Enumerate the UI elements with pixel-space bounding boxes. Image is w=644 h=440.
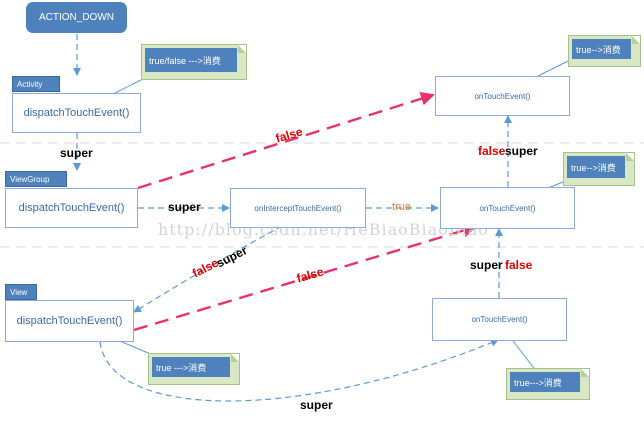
- note-bottom-consume: true--->消费: [506, 368, 590, 400]
- label-super-viewgroup: super: [168, 200, 201, 214]
- note-connector-bottom: [512, 340, 538, 373]
- note-activity-text: true/false --->消费: [145, 48, 237, 72]
- note-top-text: true-->消费: [572, 39, 631, 59]
- label-super-bottom: super: [470, 258, 503, 272]
- action-down-node: ACTION_DOWN: [26, 2, 127, 33]
- view-tag: View: [5, 284, 37, 300]
- note-connector-activity: [110, 79, 142, 96]
- note-connector-view: [121, 341, 154, 356]
- touch-event-box-middle: onTouchEvent(): [440, 187, 575, 229]
- note-top-consume: true-->消费: [568, 35, 641, 67]
- note-mid-text: true-->消费: [567, 156, 625, 178]
- label-super-middle: super: [505, 144, 538, 158]
- view-dispatch-box: dispatchTouchEvent(): [5, 300, 134, 342]
- note-fold-icon: [632, 36, 640, 44]
- label-super-activity: super: [60, 146, 93, 160]
- label-false-bottom: false: [505, 258, 533, 272]
- red-arrow-view-false: [133, 223, 477, 332]
- note-activity-consume: true/false --->消费: [141, 44, 247, 80]
- touch-event-box-top: onTouchEvent(): [435, 76, 570, 116]
- note-mid-consume: true-->消费: [563, 152, 635, 186]
- arrow-view-curve-to-touch-bottom: [99, 338, 499, 402]
- touch-event-box-bottom: onTouchEvent(): [432, 298, 567, 341]
- red-arrow-viewgroup-false: [137, 91, 435, 190]
- intercept-touch-event-box: onInterceptTouchEvent(): [230, 188, 366, 228]
- activity-dispatch-box: dispatchTouchEvent(): [12, 93, 141, 133]
- viewgroup-dispatch-box: dispatchTouchEvent(): [5, 188, 138, 228]
- note-fold-icon: [626, 153, 634, 161]
- arrow-intercept-to-view: [133, 225, 283, 313]
- note-fold-icon: [238, 45, 246, 53]
- note-fold-icon: [581, 369, 589, 377]
- label-super-curve: super: [300, 398, 333, 412]
- activity-tag: Activity: [12, 76, 60, 92]
- note-fold-icon: [231, 354, 239, 362]
- note-bottom-text: true--->消费: [510, 372, 580, 392]
- note-connector-top: [537, 60, 569, 77]
- viewgroup-tag: ViewGroup: [5, 171, 67, 187]
- label-true-intercept: true: [392, 201, 411, 213]
- note-view-text: true --->消费: [152, 357, 230, 377]
- label-false-middle: false: [478, 144, 506, 158]
- note-view-consume: true --->消费: [148, 353, 240, 385]
